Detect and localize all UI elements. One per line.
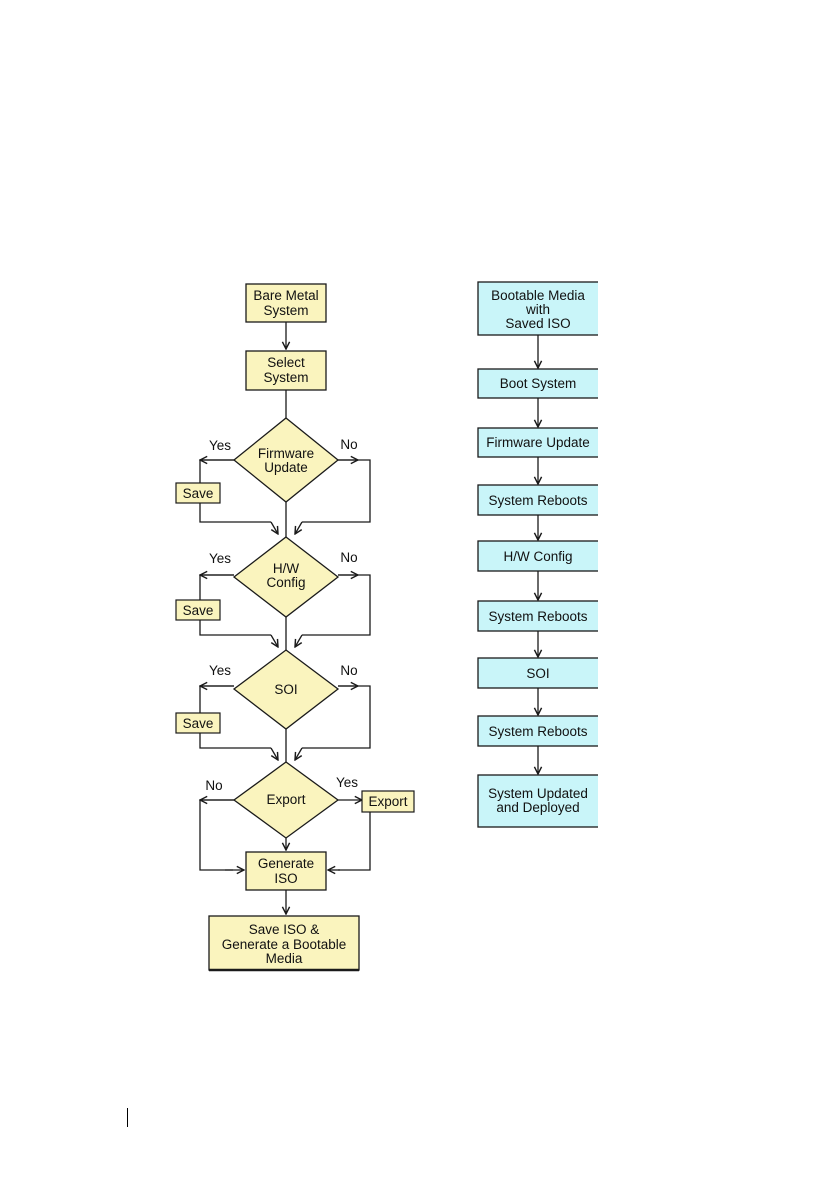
step-label-firmware-update: Firmware Update [486,435,590,450]
no-label: No [340,437,357,452]
final-label-3: Media [266,951,303,966]
export-decision [232,761,340,839]
connector [295,747,303,760]
connector [270,634,278,647]
bootable-media-box [477,281,609,336]
boot-media-label-2: with [525,302,550,317]
boot-media-label-3: Saved ISO [505,316,570,331]
save-label: Save [183,716,214,731]
start-box [245,283,327,323]
step-box-firmware-update [477,427,609,458]
start-label-1: Bare Metal [253,288,318,303]
yes-label: Yes [209,551,231,566]
step-label-system-reboots: System Reboots [488,724,587,739]
yes-label: Yes [336,775,358,790]
firmware-label-2: Update [264,460,308,475]
left-flow-text: Bare Metal System Select System Firmware… [183,288,408,966]
boot-media-label-1: Bootable Media [491,288,585,303]
final-deployed-label-2: and Deployed [496,800,579,815]
final-deployed-label-1: System Updated [488,786,588,801]
save-label: Save [183,486,214,501]
step-box-boot-system [477,368,609,399]
yes-label: Yes [209,438,231,453]
no-label: No [340,550,357,565]
export-box [361,790,415,813]
step-label-hw-config: H/W Config [503,549,572,564]
connector [270,747,278,760]
yes-label: Yes [209,663,231,678]
final-label-1: Save ISO & [249,922,320,937]
firmware-decision [232,417,340,503]
no-label: No [205,778,222,793]
final-deployed-box [477,774,609,828]
page-margin-rule [127,1108,128,1127]
firmware-label-1: Firmware [258,446,314,461]
connector [199,799,234,871]
export-decision-label: Export [266,792,305,807]
no-label: No [340,663,357,678]
save-box-soi [175,712,221,734]
step-label-system-reboots: System Reboots [488,493,587,508]
select-label-1: Select [267,355,305,370]
select-label-2: System [263,370,308,385]
hw-label-1: H/W [273,561,300,576]
step-label-system-reboots: System Reboots [488,609,587,624]
step-box-hw-config [477,540,609,572]
generate-label-2: ISO [274,871,297,886]
connector [295,521,303,534]
step-box-soi [477,657,609,689]
soi-decision [232,649,340,730]
connector [338,812,371,871]
page-crop-mask [598,270,658,840]
hw-label-2: Config [266,575,305,590]
hw-config-decision [232,536,340,618]
step-label-soi: SOI [526,666,549,681]
save-box-firmware [175,482,221,504]
export-box-label: Export [368,794,407,809]
soi-label: SOI [274,682,297,697]
step-label-boot-system: Boot System [500,376,577,391]
final-label-2: Generate a Bootable [222,937,347,952]
left-flow-shapes [175,283,415,972]
start-label-2: System [263,303,308,318]
generate-iso-box [245,851,327,891]
connector [295,634,303,647]
save-box-hw [175,599,221,621]
right-flow: Bootable Media with Saved ISO Boot Syste… [477,270,658,840]
connector [270,521,278,534]
generate-label-1: Generate [258,856,314,871]
select-system-box [245,350,327,391]
save-label: Save [183,603,214,618]
